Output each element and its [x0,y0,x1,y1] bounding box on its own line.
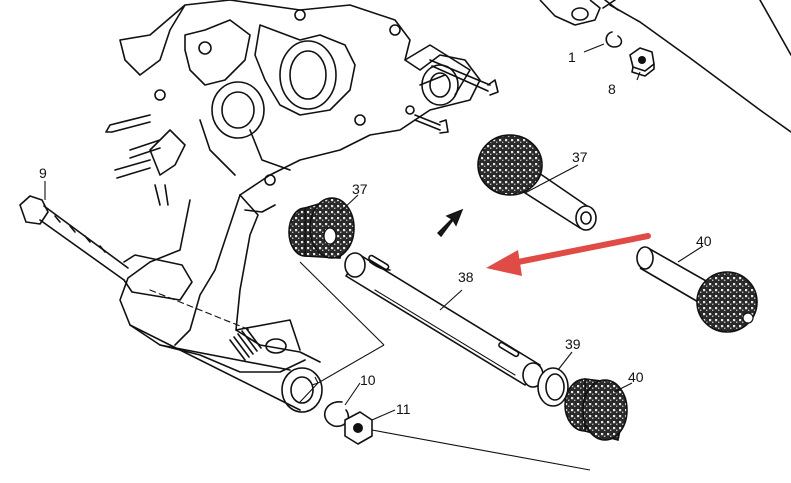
threaded-boss [229,327,287,361]
label-37b: 37 [572,149,588,165]
rubber-bushing-part-37-left [288,197,355,259]
label-39: 39 [565,336,581,352]
label-8: 8 [608,81,616,97]
long-bolt-part-9 [19,195,193,301]
part-labels: 1 8 9 37 37 38 39 40 40 10 11 [39,49,712,417]
leader-lines [44,43,704,471]
rubber-bushing-part-37-upper [477,134,597,231]
label-11: 11 [396,401,411,417]
nut-part-8 [629,47,655,77]
direction-arrow-icon [437,208,464,238]
rubber-bushing-part-40-lower [564,378,628,441]
circlip-part-10 [323,401,350,428]
label-9: 9 [39,165,47,181]
label-1: 1 [568,49,576,65]
spacer-tube-part-38 [344,252,544,388]
engine-housing [105,0,499,413]
label-40a: 40 [628,369,644,385]
top-bracket [539,0,791,133]
label-10: 10 [360,372,376,388]
rubber-bushing-part-40-right [636,246,758,333]
clip-part-1 [605,31,623,48]
highlight-arrow-icon [486,233,651,276]
label-40b: 40 [696,233,712,249]
washer-part-39 [537,367,569,407]
label-37a: 37 [352,181,368,197]
label-38: 38 [458,269,474,285]
nut-part-11 [344,411,373,445]
